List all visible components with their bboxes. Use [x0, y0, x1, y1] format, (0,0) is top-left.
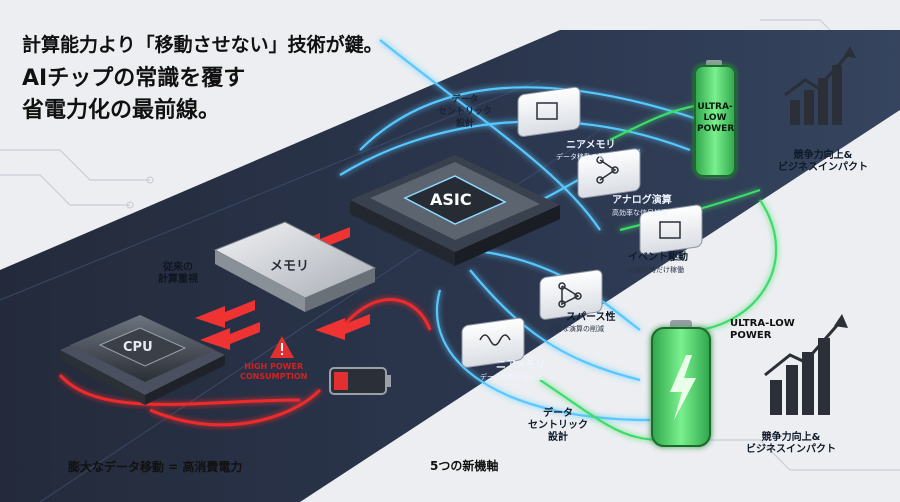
memory-label: メモリ [270, 259, 310, 274]
battery-bottom [651, 320, 711, 447]
bottom-caption: 膨大なデータ移動 = 高消費電力 [68, 460, 243, 474]
asic-chip [350, 155, 560, 266]
chip-icon [536, 102, 558, 120]
traditional-label: 従来の 計算重視 [158, 262, 198, 285]
growth-chart-top-icon [784, 46, 856, 125]
memory-chip [213, 221, 377, 312]
technique-5-title: ニアメモリ [496, 360, 546, 371]
lightning-icon [670, 355, 696, 420]
technique-3-subtitle: 必要な時だけ稼働 [628, 266, 684, 274]
dark-band [0, 30, 900, 502]
impact-top: 競争力向上& ビジネスインパクト [778, 150, 868, 173]
technique-2-subtitle: 高効率な信号処理 [612, 209, 668, 217]
headline-line-2: AIチップの常識を覆す [22, 66, 246, 91]
five-axes-label: 5つの新機軸 [430, 459, 499, 473]
cpu-chip [60, 315, 225, 405]
technique-4-subtitle: 不要な演算の削減 [548, 325, 604, 333]
data-centric-top: データ セントリック 設計 [438, 95, 493, 129]
headline-line-1: 計算能力より「移動させない」技術が鍵。 [22, 34, 383, 56]
warning-icon [270, 336, 294, 358]
high-power-warning: HIGH POWER CONSUMPTION [240, 362, 308, 381]
red-power-flow [58, 298, 432, 427]
battery-top [694, 60, 736, 177]
technique-4-title: スパース性 [566, 312, 616, 323]
event-chip-icon [659, 221, 681, 239]
sparse-network-icon [558, 282, 582, 308]
neural-network-icon [596, 156, 619, 184]
depleted-battery-icon [329, 367, 391, 395]
waveform-icon [479, 334, 511, 346]
cpu-label: CPU [123, 340, 153, 355]
battery-bottom-label: ULTRA-LOW POWER [730, 318, 795, 341]
technique-2-title: アナログ演算 [612, 195, 672, 206]
growth-chart-bottom-icon [764, 314, 848, 415]
data-centric-bottom: データ セントリック 設計 [528, 408, 588, 443]
asic-label: ASIC [430, 190, 472, 209]
technique-1-subtitle: データ移動の最小化 [556, 153, 619, 161]
technique-1-title: ニアメモリ [566, 140, 616, 151]
technique-cards [461, 86, 703, 368]
battery-top-label: ULTRA- LOW POWER [697, 102, 735, 134]
technique-3-title: イベント駆動 [628, 252, 688, 263]
headline-line-3: 省電力化の最前線。 [22, 98, 221, 123]
card-icons [479, 102, 681, 346]
impact-bottom: 競争力向上& ビジネスインパクト [746, 432, 836, 455]
technique-5-subtitle: データ移動の最小化 [480, 373, 543, 381]
